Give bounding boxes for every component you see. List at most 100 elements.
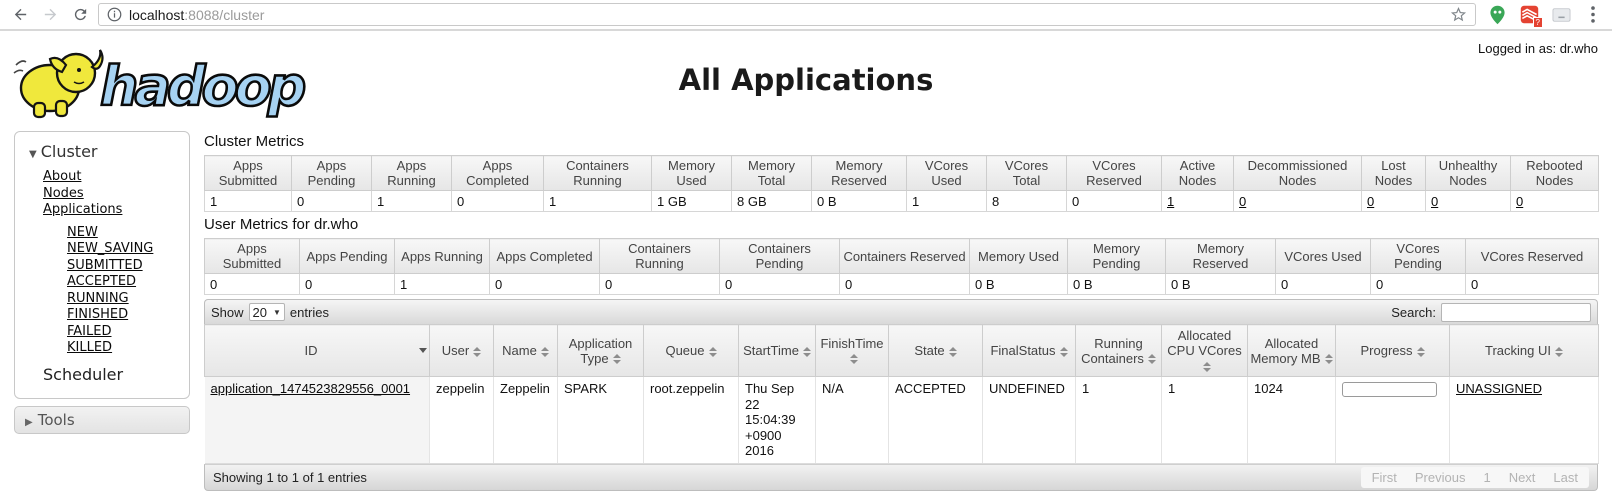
- column-header-id[interactable]: ID: [204, 324, 430, 377]
- col-header: Apps Running: [394, 238, 490, 274]
- sidebar-item-applications[interactable]: Applications: [43, 202, 123, 217]
- sort-icon: [1059, 346, 1068, 357]
- metric-value: 1 GB: [651, 190, 732, 212]
- user-metrics-table: Apps Submitted Apps Pending Apps Running…: [204, 238, 1599, 295]
- metric-value: 0: [1370, 273, 1466, 295]
- pagination-page-1[interactable]: 1: [1483, 469, 1491, 485]
- metric-value: 0: [489, 273, 600, 295]
- window-extension-icon[interactable]: [1550, 4, 1572, 26]
- metric-value: 0 B: [811, 190, 907, 212]
- col-header: Memory Pending: [1067, 238, 1166, 274]
- entries-select[interactable]: 20 ▼: [248, 303, 285, 321]
- reload-icon[interactable]: [68, 3, 92, 27]
- logged-in-status: Logged in as: dr.who: [1478, 41, 1598, 56]
- sidebar-item-new[interactable]: NEW: [67, 224, 98, 240]
- pagination-last[interactable]: Last: [1553, 469, 1578, 485]
- metric-value: 0 B: [1165, 273, 1276, 295]
- rebooted-nodes-link[interactable]: 0: [1516, 193, 1524, 209]
- bookmark-star-icon[interactable]: [1450, 6, 1467, 23]
- col-header: Containers Reserved: [839, 238, 970, 274]
- search-input[interactable]: [1441, 302, 1591, 322]
- column-header-starttime[interactable]: StartTime: [738, 324, 816, 377]
- active-nodes-link[interactable]: 1: [1167, 193, 1175, 209]
- column-header-state[interactable]: State: [888, 324, 983, 377]
- col-header: VCores Reserved: [1465, 238, 1599, 274]
- url-host: localhost: [129, 6, 185, 23]
- unhealthy-nodes-link[interactable]: 0: [1431, 193, 1439, 209]
- sort-icon: [612, 354, 621, 365]
- column-header-allocated-cpu-vcores[interactable]: Allocated CPU VCores: [1161, 324, 1248, 377]
- metric-value: 1: [394, 273, 490, 295]
- url-path: :8088/cluster: [184, 6, 265, 23]
- column-header-name[interactable]: Name: [493, 324, 558, 377]
- metric-value: 8: [986, 190, 1067, 212]
- column-header-tracking-ui[interactable]: Tracking UI: [1449, 324, 1599, 377]
- col-header: Memory Reserved: [811, 155, 907, 191]
- todoist-extension-icon[interactable]: ?: [1518, 4, 1543, 28]
- sidebar-section-cluster[interactable]: ▼Cluster: [15, 140, 189, 169]
- sidebar-item-failed[interactable]: FAILED: [67, 323, 112, 339]
- map-pin-extension-icon[interactable]: [1486, 4, 1508, 26]
- metric-value: 1: [906, 190, 987, 212]
- column-header-progress[interactable]: Progress: [1335, 324, 1450, 377]
- column-header-allocated-memory-mb[interactable]: Allocated Memory MB: [1247, 324, 1336, 377]
- sort-icon: [802, 346, 811, 357]
- col-header: Containers Running: [599, 238, 720, 274]
- metric-value: 0: [1465, 273, 1599, 295]
- pagination-first[interactable]: First: [1371, 469, 1397, 485]
- tracking-ui-link[interactable]: UNASSIGNED: [1456, 381, 1542, 396]
- entries-select-value: 20: [252, 304, 267, 320]
- column-header-finishtime[interactable]: FinishTime: [815, 324, 889, 377]
- lost-nodes-link[interactable]: 0: [1367, 193, 1375, 209]
- column-header-finalstatus[interactable]: FinalStatus: [982, 324, 1076, 377]
- sort-icon: [1416, 346, 1425, 357]
- user-metrics-title: User Metrics for dr.who: [204, 216, 359, 233]
- col-header: Active Nodes: [1161, 155, 1234, 191]
- column-header-user[interactable]: User: [429, 324, 494, 377]
- metric-value: 1: [371, 190, 452, 212]
- sidebar-item-finished[interactable]: FINISHED: [67, 307, 129, 322]
- metric-value: 0: [204, 273, 300, 295]
- hadoop-logo[interactable]: hadoop: [8, 43, 308, 121]
- entries-label: entries: [289, 304, 329, 320]
- metric-value: 0 B: [969, 273, 1068, 295]
- sidebar-item-scheduler[interactable]: Scheduler: [43, 364, 124, 384]
- cell-tracking-ui: UNASSIGNED: [1449, 376, 1599, 464]
- hadoop-elephant-icon: [13, 49, 104, 119]
- cell-user: zeppelin: [429, 376, 494, 464]
- sidebar-item-killed[interactable]: KILLED: [67, 340, 113, 355]
- sidebar-item-new-saving[interactable]: NEW_SAVING: [67, 241, 154, 256]
- pagination-next[interactable]: Next: [1508, 469, 1536, 485]
- col-header: Apps Submitted: [204, 238, 300, 274]
- decommissioned-nodes-link[interactable]: 0: [1239, 193, 1247, 209]
- back-icon[interactable]: [8, 3, 32, 27]
- column-header-queue[interactable]: Queue: [643, 324, 739, 377]
- sidebar-item-running[interactable]: RUNNING: [67, 290, 129, 306]
- col-header: Apps Completed: [451, 155, 544, 191]
- col-header: Decommissioned Nodes: [1233, 155, 1362, 191]
- metric-value: 0 B: [1067, 273, 1166, 295]
- column-header-running-containers[interactable]: Running Containers: [1075, 324, 1162, 377]
- sidebar-item-about[interactable]: About: [43, 169, 82, 184]
- browser-menu-icon[interactable]: [1582, 4, 1604, 26]
- sort-icon: [473, 346, 482, 357]
- col-header: Containers Running: [543, 155, 652, 191]
- sort-icon: [948, 346, 957, 357]
- sort-icon: [540, 346, 549, 357]
- table-toolbar: Show 20 ▼ entries Search:: [204, 299, 1598, 324]
- cluster-metrics-title: Cluster Metrics: [204, 133, 305, 150]
- table-row: application_1474523829556_0001 zeppelin …: [204, 376, 1599, 464]
- col-header: Lost Nodes: [1361, 155, 1426, 191]
- column-header-application-type[interactable]: Application Type: [557, 324, 644, 377]
- page-info-icon[interactable]: [107, 7, 122, 22]
- application-id-link[interactable]: application_1474523829556_0001: [210, 381, 411, 396]
- sidebar-item-submitted[interactable]: SUBMITTED: [67, 257, 143, 273]
- metric-cell: 0: [1510, 190, 1599, 212]
- pagination-previous[interactable]: Previous: [1414, 469, 1466, 485]
- forward-icon[interactable]: [38, 3, 62, 27]
- sidebar-item-accepted[interactable]: ACCEPTED: [67, 274, 137, 289]
- url-bar[interactable]: localhost:8088/cluster: [98, 3, 1476, 26]
- sidebar-item-nodes[interactable]: Nodes: [43, 185, 84, 201]
- page-header: Logged in as: dr.who hadoop All Applicat…: [0, 31, 1612, 125]
- sidebar-section-tools[interactable]: ▶Tools: [14, 405, 190, 434]
